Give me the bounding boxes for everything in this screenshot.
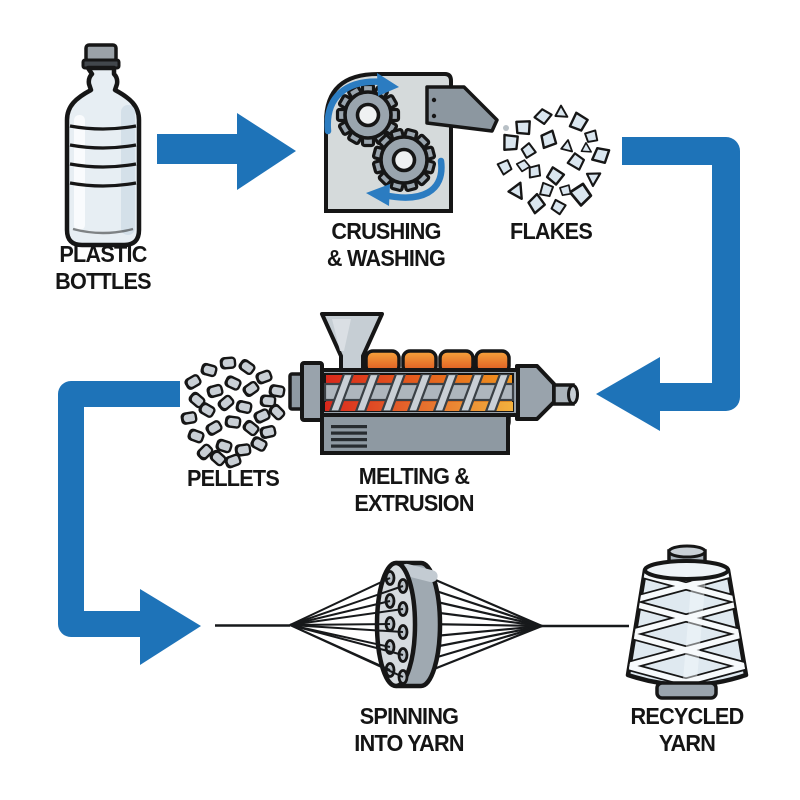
extruder-die bbox=[515, 364, 556, 421]
yarn-fan-left bbox=[289, 577, 404, 678]
pipe-arrowhead bbox=[596, 357, 660, 431]
bottle-shade bbox=[121, 105, 135, 235]
plastic-bottles-label: PLASTIC BOTTLES bbox=[55, 241, 151, 294]
cone-base bbox=[655, 681, 718, 700]
pipe-arrow-down-left-icon bbox=[596, 137, 740, 431]
label-line: YARN bbox=[658, 729, 716, 756]
pipe-arrow-path bbox=[58, 381, 180, 637]
yarn-cone-icon bbox=[625, 544, 749, 700]
pipe-arrowhead bbox=[140, 589, 201, 665]
spinning-into-yarn-label: SPINNING INTO YARN bbox=[354, 703, 464, 756]
rotation-arrow-icon bbox=[324, 78, 388, 135]
plastic-bottle-icon bbox=[64, 43, 142, 248]
cone-cap-top bbox=[667, 544, 707, 559]
label-line: PELLETS bbox=[186, 465, 280, 491]
pipe-arrow-down-right-icon bbox=[58, 381, 201, 665]
base-vents bbox=[331, 425, 367, 448]
recycled-yarn-label: RECYCLED YARN bbox=[630, 703, 745, 756]
cylinder-highlight bbox=[400, 563, 438, 583]
rotation-arrowhead bbox=[366, 184, 390, 206]
bottle-ridges bbox=[69, 124, 137, 188]
chute-bolt bbox=[431, 113, 437, 119]
extruder-machine-icon bbox=[288, 312, 579, 455]
yarn-fan-right bbox=[423, 573, 543, 675]
crushing-washing-label: CRUSHING & WASHING bbox=[326, 218, 446, 271]
label-line: BOTTLES bbox=[55, 267, 151, 294]
label-line: CRUSHING bbox=[331, 218, 441, 244]
flange-plate bbox=[300, 361, 324, 422]
bottle-base-line bbox=[72, 227, 134, 235]
cone-top bbox=[643, 559, 730, 581]
label-line: MELTING & bbox=[358, 463, 470, 489]
pipe-arrow-path bbox=[622, 137, 740, 411]
rotation-arrow-icon bbox=[380, 157, 445, 201]
crusher-chute bbox=[425, 85, 499, 133]
label-line: EXTRUSION bbox=[354, 489, 474, 516]
label-line: INTO YARN bbox=[354, 729, 464, 756]
label-line: FLAKES bbox=[510, 218, 593, 244]
label-line: SPINNING bbox=[359, 703, 459, 729]
flakes-icon bbox=[496, 104, 611, 217]
gear-icon bbox=[371, 127, 437, 193]
nozzle-tip bbox=[567, 384, 579, 405]
hopper-highlight bbox=[332, 319, 351, 351]
melting-extrusion-label: MELTING & EXTRUSION bbox=[354, 463, 474, 516]
label-line: RECYCLED bbox=[630, 703, 745, 729]
pellets-label: PELLETS bbox=[186, 465, 280, 492]
chute-bolt bbox=[431, 97, 437, 103]
label-line: PLASTIC bbox=[59, 241, 147, 267]
bottle-highlight bbox=[74, 115, 85, 230]
pellets-icon bbox=[180, 356, 287, 470]
arrow-right-icon bbox=[157, 113, 296, 190]
label-line: & WASHING bbox=[326, 244, 446, 271]
spinneret-icon bbox=[215, 560, 629, 689]
crusher-machine-icon bbox=[324, 72, 499, 213]
flakes-label: FLAKES bbox=[510, 218, 593, 245]
rotation-arrowhead bbox=[377, 73, 399, 96]
